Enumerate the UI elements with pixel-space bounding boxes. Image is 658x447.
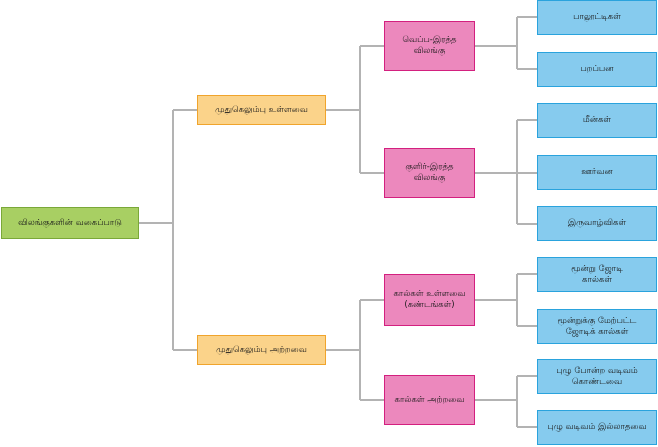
root-node: விலங்குகளின் வகைப்பாடு — [1, 207, 139, 239]
root-label: விலங்குகளின் வகைப்பாடு — [18, 217, 122, 228]
leaf-amphibians: இருவாழ்விகள் — [537, 206, 657, 241]
node-warm-blooded-label: வெப்ப-இரத்த விலங்கு — [402, 35, 457, 56]
leaf-not-worm-like: புழு வடிவம் இல்லாதவை — [537, 410, 657, 445]
leaf-reptiles-label: ஊர்வன — [581, 167, 613, 178]
leaf-more-pairs-legs: மூன்றுக்கு மேற்பட்ட ஜோடிக் கால்கள் — [537, 309, 657, 344]
leaf-three-pairs-legs-label: மூன்று ஜோடி கால்கள் — [571, 263, 623, 285]
connector-vertebrates — [326, 45, 384, 174]
node-vertebrates-label: முதுகெலும்பு உள்ளவை — [215, 104, 308, 115]
connector-cold-blooded — [475, 119, 537, 225]
leaf-mammals: பாலூட்டிகள் — [537, 0, 657, 35]
leaf-worm-like: புழு போன்ற வடிவம் கொண்டவை — [537, 359, 657, 394]
leaf-fish-label: மீன்கள் — [582, 115, 612, 126]
leaf-reptiles: ஊர்வன — [537, 155, 657, 190]
node-legged-label: கால்கள் உள்ளவை (கண்டங்கள்) — [393, 289, 466, 310]
leaf-more-pairs-legs-label: மூன்றுக்கு மேற்பட்ட ஜோடிக் கால்கள் — [557, 315, 637, 337]
node-vertebrates: முதுகெலும்பு உள்ளவை — [197, 95, 326, 125]
node-legged: கால்கள் உள்ளவை (கண்டங்கள்) — [384, 274, 475, 326]
leaf-birds: பறப்பன — [537, 52, 657, 87]
node-cold-blooded-label: குளிர்-இரத்த விலங்கு — [405, 162, 454, 183]
node-invertebrates-label: முதுகெலும்பு அற்றவை — [216, 344, 307, 355]
leaf-not-worm-like-label: புழு வடிவம் இல்லாதவை — [547, 422, 647, 433]
connector-root — [139, 109, 197, 351]
leaf-three-pairs-legs: மூன்று ஜோடி கால்கள் — [537, 257, 657, 292]
node-legless: கால்கள் அற்றவை — [384, 375, 475, 425]
node-warm-blooded: வெப்ப-இரத்த விலங்கு — [384, 21, 475, 71]
leaf-birds-label: பறப்பன — [580, 64, 614, 75]
node-invertebrates: முதுகெலும்பு அற்றவை — [197, 335, 326, 365]
connector-invertebrates — [326, 299, 384, 401]
leaf-amphibians-label: இருவாழ்விகள் — [567, 218, 627, 229]
node-cold-blooded: குளிர்-இரத்த விலங்கு — [384, 148, 475, 198]
leaf-mammals-label: பாலூட்டிகள் — [573, 12, 621, 23]
connector-legless — [475, 375, 537, 428]
leaf-worm-like-label: புழு போன்ற வடிவம் கொண்டவை — [556, 365, 638, 387]
connector-warm-blooded — [475, 16, 537, 70]
node-legless-label: கால்கள் அற்றவை — [394, 394, 465, 405]
leaf-fish: மீன்கள் — [537, 103, 657, 138]
connector-legged — [475, 273, 537, 327]
